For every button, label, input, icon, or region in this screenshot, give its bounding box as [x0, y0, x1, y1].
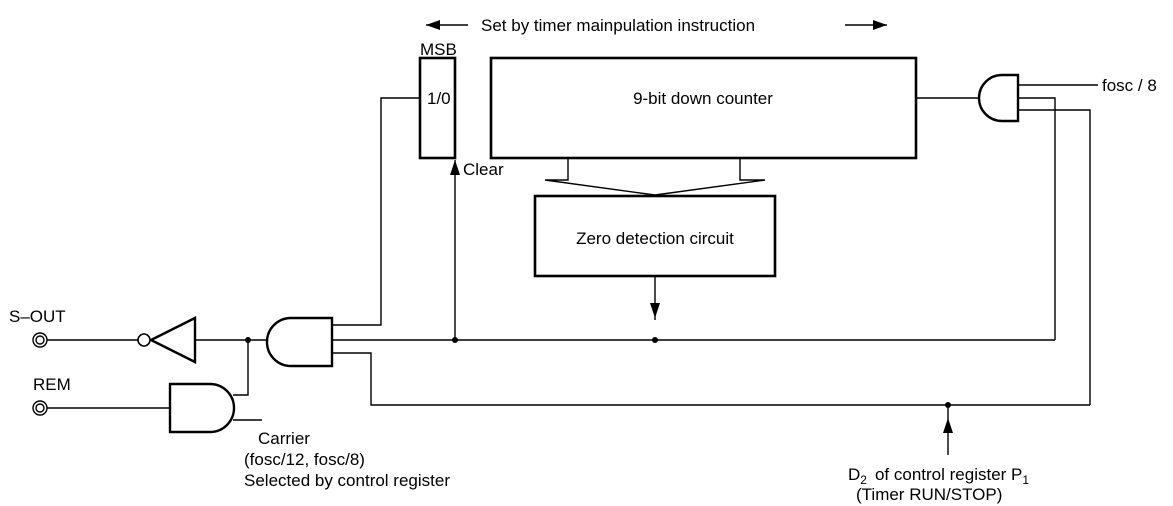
control-p-sub: 1: [1022, 473, 1029, 487]
zero-output-arrowhead: [650, 303, 660, 318]
msb-title: MSB: [420, 40, 457, 59]
zero-detection-box: [533, 194, 777, 278]
clock-label: fosc / 8: [1102, 76, 1157, 95]
control-register-line2: (Timer RUN/STOP): [856, 485, 1002, 504]
rem-label: REM: [33, 375, 71, 394]
gate-runstop-input: [1018, 109, 1091, 405]
clear-arrowhead: [450, 160, 460, 175]
msb-box: [418, 56, 457, 160]
clear-label: Clear: [463, 160, 504, 179]
control-register-label: D2 of control register P1: [848, 465, 1029, 487]
control-d-main: D: [848, 465, 860, 484]
zero-detection-label: Zero detection circuit: [576, 229, 734, 248]
down-counter-label: 9-bit down counter: [633, 89, 773, 108]
inverter-buffer: [148, 316, 197, 364]
inverter-bubble: [137, 333, 151, 347]
carrier-gate-output-wire: [233, 340, 249, 396]
s-out-terminal: [32, 332, 48, 348]
gate-feedback-input: [1018, 97, 1056, 340]
runstop-control-arrowhead: [943, 418, 953, 433]
control-text: of control register P: [875, 465, 1022, 484]
clock-and-gate: [977, 73, 1020, 123]
carrier-label-line3: Selected by control register: [244, 471, 450, 490]
junction-clear: [452, 337, 458, 343]
runstop-to-gate-wire: [332, 352, 1090, 406]
output-and-gate: [265, 316, 334, 368]
junction-runstop: [945, 402, 951, 408]
down-counter-box: [489, 56, 918, 160]
carrier-label-line2: (fosc/12, fosc/8): [244, 450, 365, 469]
gate-to-msb-wire: [332, 97, 420, 326]
control-d-sub: 2: [860, 473, 867, 487]
junction-zero: [652, 337, 658, 343]
counter-to-zero-funnel: [544, 158, 766, 196]
instruction-label: Set by timer mainpulation instruction: [481, 16, 755, 35]
carrier-label-line1: Carrier: [258, 429, 310, 448]
carrier-and-gate-body: [168, 382, 236, 434]
msb-bit-value: 1/0: [427, 89, 451, 108]
s-out-label: S–OUT: [9, 307, 66, 326]
instruction-annotation: Set by timer mainpulation instruction: [426, 16, 887, 35]
rem-terminal: [32, 400, 48, 416]
